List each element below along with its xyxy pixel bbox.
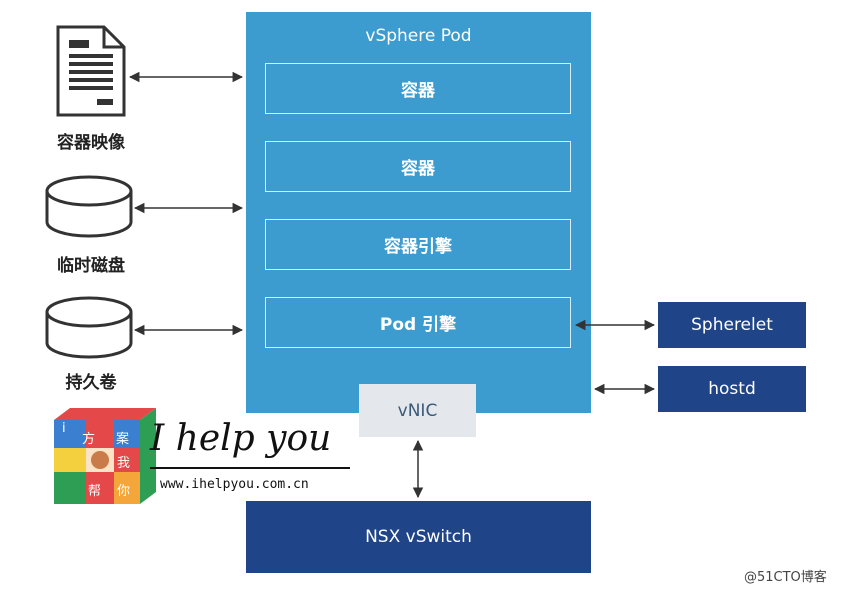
cube-char-5: 帮 xyxy=(88,484,101,499)
cube-char-1: i xyxy=(62,421,66,436)
temp-disk-label: 临时磁盘 xyxy=(57,256,125,276)
cube-char-6: 你 xyxy=(117,484,130,499)
container-engine-box: 容器引擎 xyxy=(265,219,571,270)
persistent-volume-icon xyxy=(45,296,133,359)
cube-char-2: 方 xyxy=(82,431,95,447)
logo-cube-icon: i 方 案 我 帮 你 xyxy=(54,408,156,504)
spherelet-box: Spherelet xyxy=(658,302,806,348)
persistent-volume-label: 持久卷 xyxy=(65,373,117,393)
watermark: @51CTO博客 xyxy=(744,570,827,585)
logo-url: www.ihelpyou.com.cn xyxy=(160,477,309,492)
nsx-vswitch-box: NSX vSwitch xyxy=(246,501,591,573)
container-image-label: 容器映像 xyxy=(57,133,125,153)
container-box-1: 容器 xyxy=(265,63,571,114)
hostd-box: hostd xyxy=(658,366,806,412)
cube-char-3: 案 xyxy=(116,432,129,447)
document-icon xyxy=(56,25,126,117)
logo-text: I help you xyxy=(150,418,332,459)
vsphere-pod xyxy=(246,12,591,413)
temp-disk-icon xyxy=(45,175,133,238)
pod-title: vSphere Pod xyxy=(365,26,472,46)
vnic-box: vNIC xyxy=(359,384,476,437)
container-box-2: 容器 xyxy=(265,141,571,192)
cube-char-4: 我 xyxy=(117,456,130,471)
logo-underline xyxy=(150,467,350,469)
pod-engine-box: Pod 引擎 xyxy=(265,297,571,348)
